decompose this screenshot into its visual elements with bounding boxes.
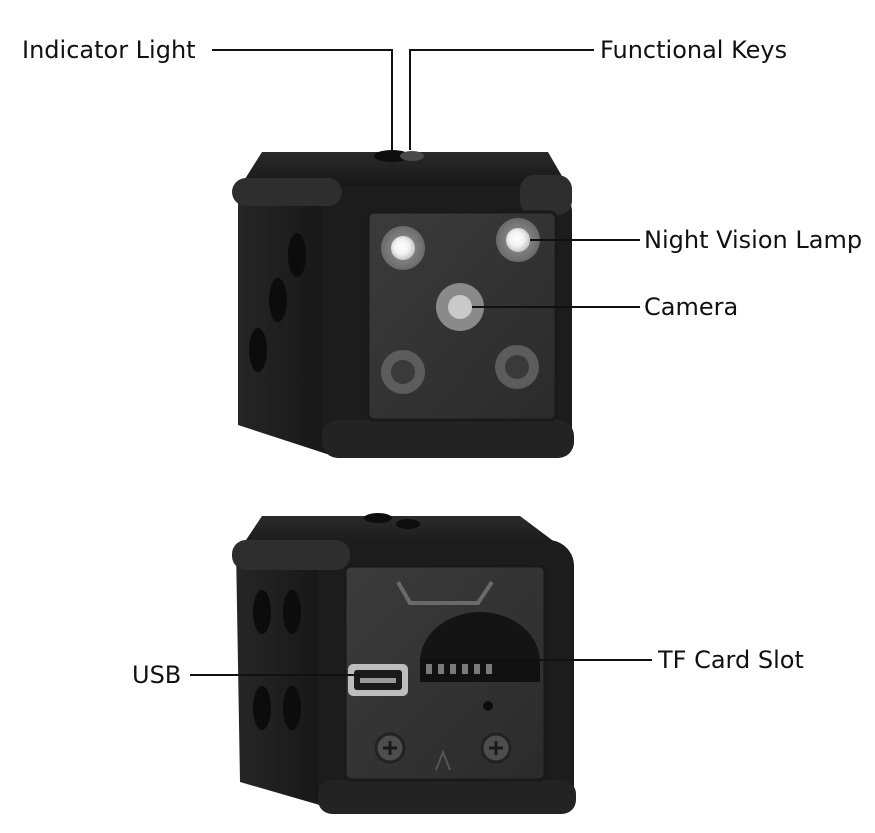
label-tf-card-slot: TF Card Slot [658,646,804,674]
side-pip [253,686,271,730]
top-cube [232,150,574,458]
corner-edge [322,420,574,458]
label-night-vision-lamp: Night Vision Lamp [644,226,863,254]
corner-edge [232,178,342,206]
top-hole [396,519,420,529]
functional-key-hole [400,151,424,161]
label-indicator-light: Indicator Light [22,36,196,64]
side-pip [283,590,301,634]
face-pip-bottom-right [505,355,529,379]
corner-edge [232,540,350,570]
usb-port-tongue [360,678,396,683]
screw-right-cross [489,741,503,755]
label-usb: USB [132,661,182,689]
clip [396,580,494,605]
side-pip [249,328,267,372]
embossed-mark [435,749,451,771]
leader-lines [190,49,652,676]
tf-card-contacts [426,664,492,674]
screw-left-cross [383,741,397,755]
tf-card-slot [420,612,540,662]
side-pip [288,233,306,277]
side-pip [269,278,287,322]
label-camera: Camera [644,293,739,321]
side-pip [253,590,271,634]
indicator-light-hole [374,150,410,162]
bottom-cube-left-face [236,548,330,808]
camera-lens [448,295,472,319]
night-vision-lamp-left-led [391,236,415,260]
face-pip-bottom-left [391,360,415,384]
night-vision-lamp-right-led [506,228,530,252]
bottom-cube [232,513,576,814]
side-pip [283,686,301,730]
label-functional-keys: Functional Keys [600,36,788,64]
top-cube-left-face [238,185,330,455]
leader-indicator-light [212,49,393,150]
top-hole [364,513,392,523]
reset-hole [483,701,493,711]
leader-functional-keys [409,49,594,150]
corner-edge [318,780,576,814]
corner-edge [520,175,572,215]
